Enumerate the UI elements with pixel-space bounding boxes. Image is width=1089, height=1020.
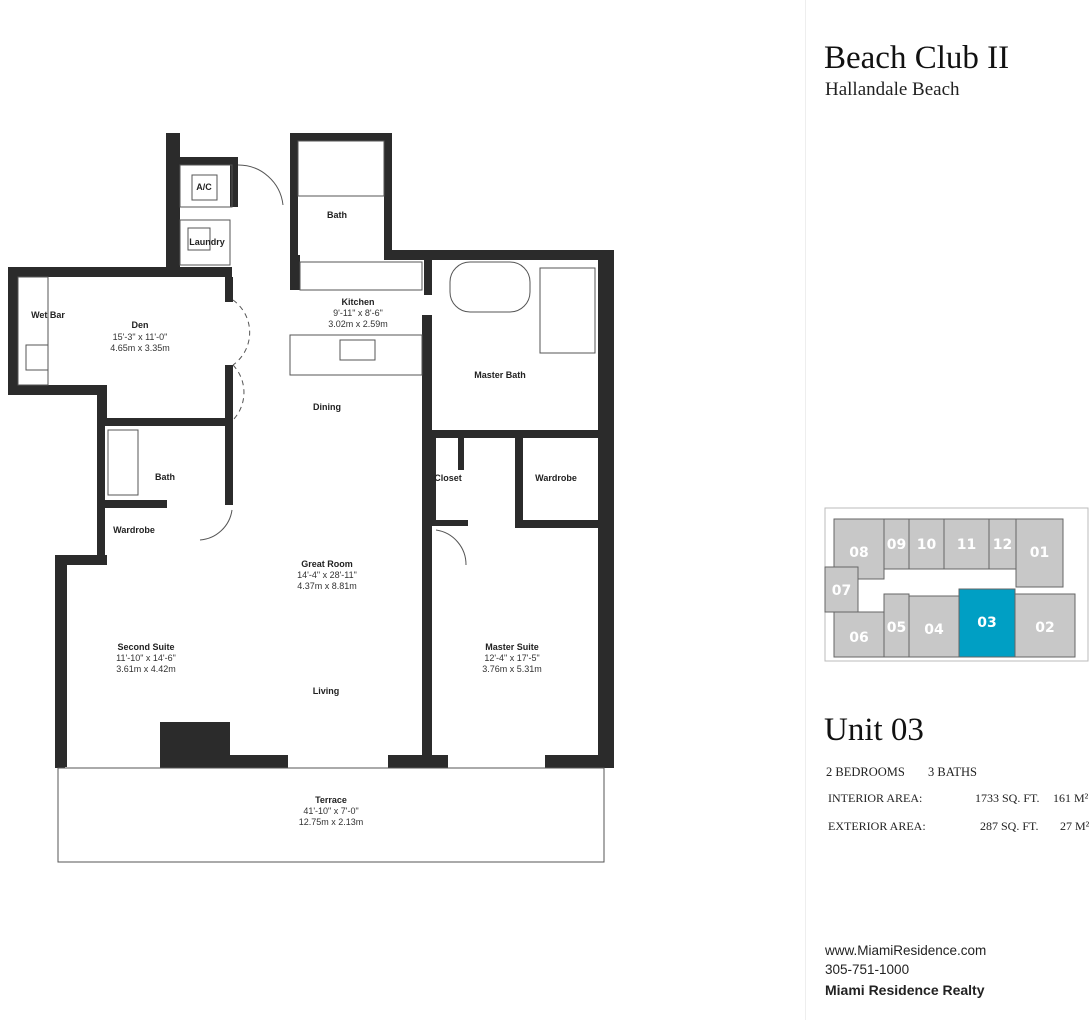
key-plan-unit-09 <box>883 518 910 570</box>
key-plan-unit-02 <box>1014 593 1076 658</box>
label-bath-left: Bath <box>155 472 175 482</box>
great-room-metric: 4.37m x 8.81m <box>297 581 357 591</box>
key-plan-unit-04 <box>908 595 960 658</box>
panel-divider <box>805 0 806 1020</box>
key-plan-label-01: 01 <box>1030 545 1049 561</box>
label-wardrobe-left: Wardrobe <box>113 525 155 535</box>
interior-label: INTERIOR AREA: <box>828 791 923 805</box>
key-plan-label-08: 08 <box>849 545 868 561</box>
den-metric: 4.65m x 3.35m <box>110 343 170 353</box>
floor-plan: A/C Laundry Bath Wet Bar Den 15'-3" x 11… <box>8 133 614 863</box>
key-plan-unit-12 <box>988 518 1017 570</box>
label-ac: A/C <box>196 182 212 192</box>
unit-title: Unit 03 <box>824 712 924 748</box>
building-location: Hallandale Beach <box>825 79 960 100</box>
key-plan-label-06: 06 <box>849 630 868 646</box>
website-link[interactable]: www.MiamiResidence.com <box>825 943 987 958</box>
label-great-room: Great Room <box>301 559 353 569</box>
key-plan-label-09: 09 <box>887 537 906 553</box>
key-plan-label-11: 11 <box>957 537 976 553</box>
company-name: Miami Residence Realty <box>825 982 985 998</box>
label-closet: Closet <box>434 473 462 483</box>
key-plan-label-05: 05 <box>887 620 906 636</box>
label-terrace: Terrace <box>315 795 347 805</box>
label-dining: Dining <box>313 402 341 412</box>
second-suite-metric: 3.61m x 4.42m <box>116 664 176 674</box>
label-wardrobe-right: Wardrobe <box>535 473 577 483</box>
room-labels: A/C Laundry Bath Wet Bar Den 15'-3" x 11… <box>31 182 577 827</box>
second-suite-imperial: 11'-10" x 14'-6" <box>116 653 176 663</box>
exterior-m2: 27 M² <box>1060 819 1089 833</box>
bedrooms: 2 BEDROOMS <box>826 765 905 779</box>
key-plan-unit-05 <box>883 593 910 658</box>
master-suite-metric: 3.76m x 5.31m <box>482 664 542 674</box>
key-plan-unit-07 <box>824 566 859 613</box>
fixtures <box>17 140 605 863</box>
baths: 3 BATHS <box>928 765 977 779</box>
terrace-imperial: 41'-10" x 7'-0" <box>303 806 358 816</box>
key-plan-unit-11 <box>943 518 990 570</box>
key-plan-label-02: 02 <box>1035 620 1054 636</box>
great-room-imperial: 14'-4" x 28'-11" <box>297 570 357 580</box>
kitchen-metric: 3.02m x 2.59m <box>328 319 388 329</box>
exterior-sqft: 287 SQ. FT. <box>980 819 1039 833</box>
interior-sqft: 1733 SQ. FT. <box>975 791 1040 805</box>
exterior-label: EXTERIOR AREA: <box>828 819 926 833</box>
master-suite-imperial: 12'-4" x 17'-5" <box>484 653 539 663</box>
label-den: Den <box>131 320 148 330</box>
key-plan-label-12: 12 <box>993 537 1012 553</box>
terrace-metric: 12.75m x 2.13m <box>299 817 364 827</box>
label-laundry: Laundry <box>189 237 225 247</box>
label-wet-bar: Wet Bar <box>31 310 65 320</box>
building-title: Beach Club II <box>824 40 1010 76</box>
key-plan-unit-03 <box>958 588 1016 658</box>
key-plan-unit-06 <box>833 611 885 658</box>
label-second-suite: Second Suite <box>117 642 174 652</box>
kitchen-imperial: 9'-11" x 8'-6" <box>333 308 383 318</box>
label-living: Living <box>313 686 340 696</box>
key-plan-unit-01 <box>1015 518 1064 588</box>
interior-m2: 161 M² <box>1053 791 1089 805</box>
key-plan-label-07: 07 <box>832 583 851 599</box>
key-plan-label-10: 10 <box>917 537 937 553</box>
phone: 305-751-1000 <box>825 962 910 977</box>
key-plan-label-04: 04 <box>924 622 944 638</box>
key-plan: 08 09 10 11 12 01 07 06 05 04 03 02 <box>824 507 1089 662</box>
key-plan-label-03: 03 <box>977 615 996 631</box>
walls <box>8 133 614 768</box>
label-kitchen: Kitchen <box>341 297 374 307</box>
label-master-suite: Master Suite <box>485 642 539 652</box>
den-imperial: 15'-3" x 11'-0" <box>113 332 168 342</box>
label-bath-top: Bath <box>327 210 347 220</box>
label-master-bath: Master Bath <box>474 370 526 380</box>
